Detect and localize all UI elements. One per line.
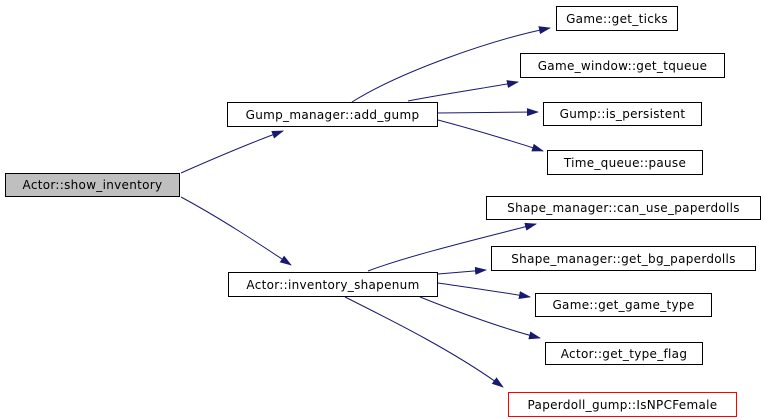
- edge-inventory-shapenum-to-can-use-paperdolls: [367, 222, 537, 272]
- node-game-window-get-tqueue[interactable]: Game_window::get_tqueue: [520, 53, 725, 78]
- node-actor-inventory-shapenum[interactable]: Actor::inventory_shapenum: [228, 272, 438, 297]
- edge-inventory-shapenum-to-get-bg-paperdolls: [437, 266, 487, 275]
- edge-add-gump-to-is-persistent: [437, 108, 539, 117]
- node-time-queue-pause[interactable]: Time_queue::pause: [547, 150, 703, 175]
- node-game-get-game-type[interactable]: Game::get_game_type: [535, 293, 712, 317]
- edge-show-inventory-to-inventory-shapenum: [180, 196, 292, 266]
- edge-show-inventory-to-add-gump: [180, 130, 284, 174]
- node-shape-manager-get-bg-paperdolls[interactable]: Shape_manager::get_bg_paperdolls: [491, 246, 756, 271]
- node-gump-is-persistent[interactable]: Gump::is_persistent: [543, 102, 702, 126]
- node-game-get-ticks[interactable]: Game::get_ticks: [556, 6, 678, 31]
- node-paperdoll-gump-isnpcfemale[interactable]: Paperdoll_gump::IsNPCFemale: [508, 392, 737, 417]
- edge-inventory-shapenum-to-get-game-type: [437, 282, 531, 300]
- edge-add-gump-to-pause: [437, 119, 544, 152]
- node-gump-manager-add-gump[interactable]: Gump_manager::add_gump: [227, 102, 438, 127]
- edge-add-gump-to-get-ticks: [351, 26, 551, 103]
- edge-add-gump-to-get-tqueue: [407, 80, 519, 102]
- edge-inventory-shapenum-to-get-type-flag: [419, 296, 541, 340]
- node-actor-show-inventory: Actor::show_inventory: [5, 173, 180, 197]
- node-actor-get-type-flag[interactable]: Actor::get_type_flag: [545, 342, 703, 365]
- edge-inventory-shapenum-to-isnpcfemale: [344, 296, 504, 388]
- node-shape-manager-can-use-paperdolls[interactable]: Shape_manager::can_use_paperdolls: [486, 196, 761, 220]
